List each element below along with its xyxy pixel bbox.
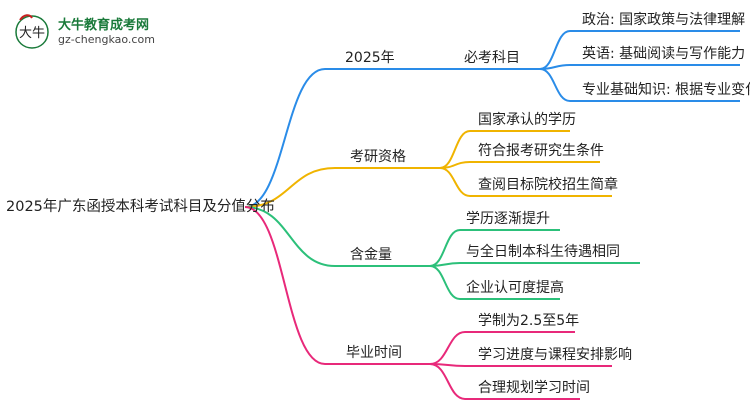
connector-required-leaf-2 — [539, 64, 740, 70]
connector-root-qualification — [244, 167, 440, 208]
leaf-english: 英语: 基础阅读与写作能力 — [582, 46, 746, 62]
logo-url: gz-chengkao.com — [58, 33, 155, 46]
leaf-equal-treatment: 与全日制本科生待遇相同 — [466, 244, 620, 260]
connector-value-leaf-3 — [429, 265, 560, 300]
connector-root-graduation — [244, 206, 430, 365]
connector-qualification-leaf-2 — [439, 161, 600, 169]
branch-qualification: 考研资格 — [350, 149, 406, 165]
leaf-employer-recognition: 企业认可度提高 — [466, 280, 564, 296]
leaf-major-basics: 专业基础知识: 根据专业变化 — [582, 82, 750, 98]
leaf-progress-impact: 学习进度与课程安排影响 — [478, 347, 632, 363]
connector-qualification-leaf-3 — [439, 167, 612, 197]
leaf-degree-upgrade: 学历逐渐提升 — [466, 211, 550, 227]
connector-graduation-leaf-3 — [429, 363, 580, 400]
bull-logo-icon: 大牛 — [15, 14, 49, 49]
connector-root-value — [244, 206, 430, 267]
branch-2025: 2025年 — [345, 50, 395, 66]
branch-graduation-time: 毕业时间 — [346, 345, 402, 361]
leaf-exam-eligibility: 符合报考研究生条件 — [478, 143, 604, 159]
leaf-politics: 政治: 国家政策与法律理解 — [582, 12, 746, 28]
leaf-recognized-degree: 国家承认的学历 — [478, 112, 576, 128]
logo-name: 大牛教育成考网 — [58, 18, 150, 33]
connector-required-leaf-1 — [539, 30, 740, 70]
connector-value-leaf-1 — [429, 229, 560, 267]
connector-graduation-leaf-2 — [429, 363, 612, 367]
branch-value: 含金量 — [350, 247, 392, 263]
leaf-plan-study-time: 合理规划学习时间 — [478, 380, 590, 396]
leaf-admission-guide: 查阅目标院校招生简章 — [478, 177, 618, 193]
leaf-study-length: 学制为2.5至5年 — [478, 313, 580, 329]
connector-required-leaf-3 — [539, 68, 740, 102]
connector-value-leaf-2 — [429, 262, 640, 267]
logo-mark-text: 大牛 — [19, 26, 45, 41]
connector-graduation-leaf-1 — [429, 331, 575, 365]
root-topic: 2025年广东函授本科考试科目及分值分布 — [6, 199, 275, 215]
site-logo[interactable]: 大牛 大牛教育成考网 gz-chengkao.com — [6, 8, 176, 54]
branch-required-subjects: 必考科目 — [464, 50, 520, 66]
connector-root-2025 — [244, 68, 415, 208]
